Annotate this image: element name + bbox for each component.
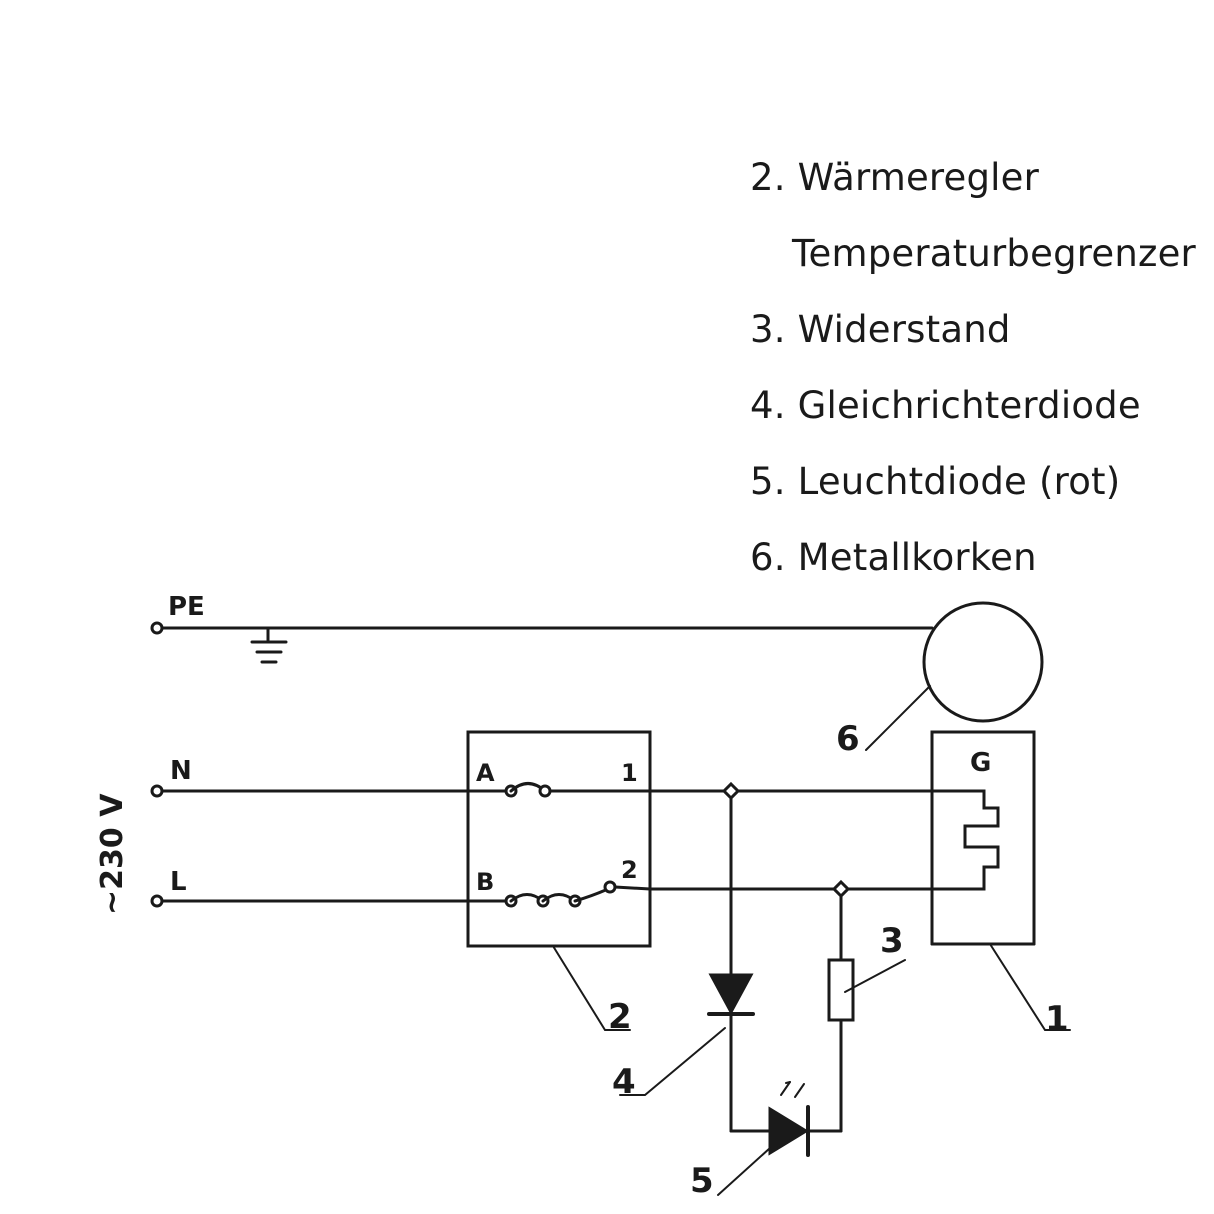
n-label: N	[170, 756, 192, 786]
callout-2-label: 2	[608, 997, 632, 1037]
ground-symbol-icon	[250, 626, 288, 664]
pe-label: PE	[168, 592, 205, 622]
callout-leaders	[552, 685, 1071, 1196]
contact-a-label: A	[476, 759, 495, 787]
legend-item-4: 4. Gleichrichterdiode	[750, 384, 1141, 427]
contact-b-label: B	[476, 868, 494, 896]
metal-cap-circle	[922, 601, 1044, 723]
switch-a-icon	[504, 782, 552, 798]
terminal-1-label: 1	[621, 759, 638, 787]
voltage-label: ~230 V	[95, 793, 130, 915]
callout-1-label: 1	[1045, 999, 1069, 1039]
callout-4-label: 4	[612, 1062, 636, 1102]
heater-block	[930, 730, 1036, 946]
terminal-2-label: 2	[621, 856, 638, 884]
callout-3-label: 3	[880, 921, 904, 961]
resistor-branch	[827, 894, 855, 1133]
pe-conductor	[150, 621, 934, 635]
rectifier-diode-icon	[708, 973, 754, 1016]
legend-item-3: 3. Widerstand	[750, 308, 1011, 351]
switch-b-icon	[504, 880, 652, 908]
led-icon	[768, 1081, 843, 1157]
callout-6-label: 6	[836, 719, 860, 759]
legend-item-2: 2. Wärmeregler	[750, 156, 1040, 199]
l-label: L	[170, 867, 187, 897]
legend-item-6: 6. Metallkorken	[750, 536, 1037, 579]
junction-l-node	[831, 879, 851, 899]
heater-g-label: G	[970, 748, 991, 778]
heating-element-icon	[930, 789, 1000, 891]
component-legend: 2. Wärmeregler Temperaturbegrenzer 3. Wi…	[750, 140, 1210, 596]
legend-item-5: 5. Leuchtdiode (rot)	[750, 460, 1121, 503]
legend-item-2b: Temperaturbegrenzer	[792, 232, 1196, 275]
callout-5-label: 5	[690, 1161, 714, 1201]
thermostat-box	[466, 730, 652, 948]
l-conductor	[150, 887, 934, 908]
rectifier-diode-branch	[707, 796, 772, 1133]
junction-n-node	[721, 781, 741, 801]
